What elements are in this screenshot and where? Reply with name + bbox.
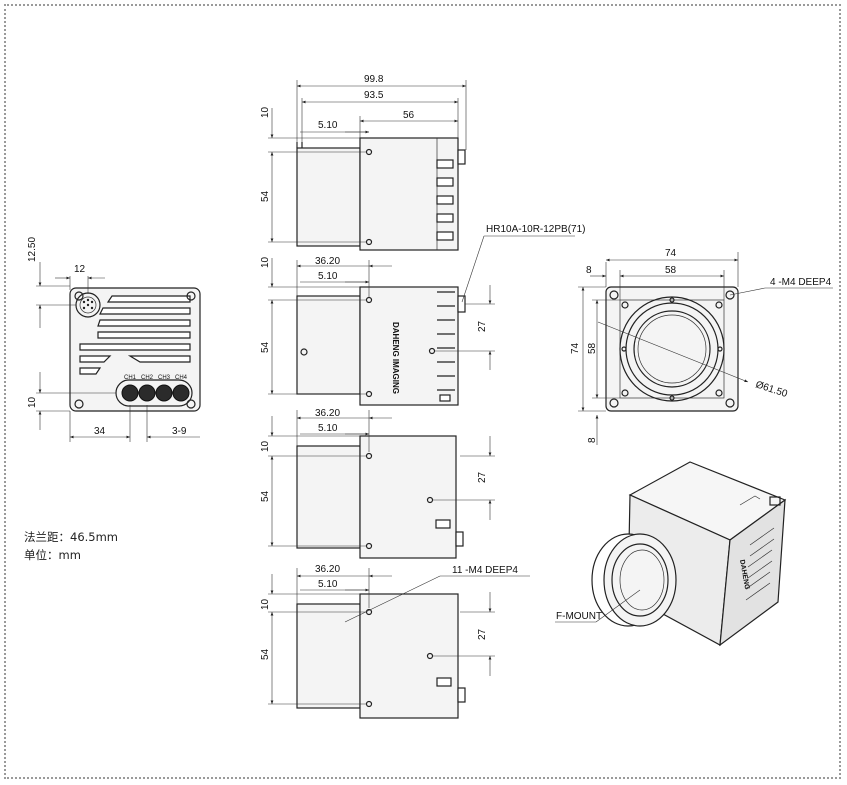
mount-label: F-MOUNT bbox=[556, 611, 602, 622]
front-holes-label: 4 -M4 DEEP4 bbox=[770, 277, 832, 288]
io-port-icon: CH1 CH2 CH3 CH4 bbox=[115, 375, 193, 407]
diameter-label: Ø61.50 bbox=[754, 379, 789, 400]
port-label-2: CH2 bbox=[141, 375, 154, 381]
dim-side4-5-10: 5.10 bbox=[318, 579, 338, 590]
dim-side2-54: 54 bbox=[260, 341, 271, 353]
dim-side2-10: 10 bbox=[260, 256, 271, 268]
unit-note: 单位：mm bbox=[24, 548, 81, 562]
front-view: 74 58 8 74 58 8 4 -M4 DEEP4 Ø61.50 bbox=[570, 248, 833, 445]
back-fins bbox=[79, 295, 191, 375]
dim-side4-10: 10 bbox=[260, 598, 271, 610]
isometric-view: DAHENG F-MOUNT bbox=[555, 461, 787, 647]
port-label-1: CH1 bbox=[124, 375, 137, 381]
dim-side3-27: 27 bbox=[477, 471, 488, 483]
dim-back-34: 34 bbox=[94, 426, 106, 437]
drawing-frame bbox=[4, 4, 841, 779]
dim-side4-36-20: 36.20 bbox=[315, 564, 340, 575]
dim-front-74-vertical: 74 bbox=[570, 342, 581, 354]
side-holes-label: 11 -M4 DEEP4 bbox=[452, 565, 518, 576]
dim-side2-27: 27 bbox=[477, 320, 488, 332]
dim-front-8-bottom: 8 bbox=[587, 437, 598, 443]
dim-side3-5-10: 5.10 bbox=[318, 423, 338, 434]
dim-side1-56: 56 bbox=[403, 110, 415, 121]
dim-back-10: 10 bbox=[27, 396, 38, 408]
dim-side1-99-8: 99.8 bbox=[364, 74, 384, 85]
dim-back-3-9: 3-9 bbox=[172, 426, 187, 437]
back-view: CH1 CH2 CH3 CH4 12.50 12 10 bbox=[27, 237, 201, 442]
dim-back-12-50: 12.50 bbox=[27, 237, 38, 262]
screw-hole-icon bbox=[74, 291, 196, 409]
flange-note: 法兰距：46.5mm bbox=[24, 530, 119, 544]
dim-side1-10: 10 bbox=[260, 106, 271, 118]
dim-side4-27: 27 bbox=[477, 628, 488, 640]
port-label-4: CH4 bbox=[175, 375, 188, 381]
dim-front-58-vertical: 58 bbox=[587, 342, 598, 354]
dim-back-12: 12 bbox=[74, 264, 86, 275]
dim-side1-5-10: 5.10 bbox=[318, 120, 338, 131]
logo-text: DAHENG IMAGING bbox=[391, 322, 400, 394]
dim-side3-36-20: 36.20 bbox=[315, 408, 340, 419]
side-view-2: DAHENG IMAGING 36.20 5.10 10 54 27 bbox=[260, 256, 495, 406]
dim-side1-93-5: 93.5 bbox=[364, 90, 384, 101]
dim-side4-54: 54 bbox=[260, 648, 271, 660]
side-view-3: 36.20 5.10 10 54 27 bbox=[260, 408, 495, 559]
connector-label: HR10A-10R-12PB(71) bbox=[486, 224, 586, 235]
dim-front-8-top: 8 bbox=[586, 265, 592, 276]
side-view-top: 99.8 93.5 56 5.10 10 54 bbox=[260, 74, 467, 251]
dim-side3-54: 54 bbox=[260, 490, 271, 502]
dim-front-74: 74 bbox=[665, 248, 677, 259]
dim-side3-10: 10 bbox=[260, 440, 271, 452]
dim-front-58: 58 bbox=[665, 265, 677, 276]
dim-side1-54: 54 bbox=[260, 190, 271, 202]
connector-callout: HR10A-10R-12PB(71) bbox=[461, 224, 586, 303]
dim-side2-5-10: 5.10 bbox=[318, 271, 338, 282]
port-label-3: CH3 bbox=[158, 375, 171, 381]
side-view-4: 36.20 5.10 10 54 27 11 -M4 DEEP4 bbox=[260, 564, 530, 719]
dim-side2-36-20: 36.20 bbox=[315, 256, 340, 267]
